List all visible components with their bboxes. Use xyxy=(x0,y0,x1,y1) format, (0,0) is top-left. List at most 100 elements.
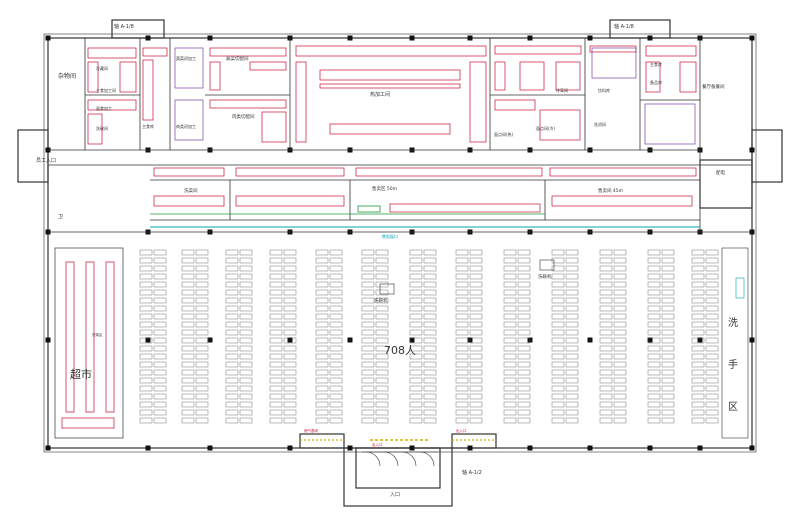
dining-table xyxy=(409,417,423,424)
dining-table xyxy=(139,417,153,424)
dining-table xyxy=(329,329,343,336)
room-cold-dish: 冷藏间 xyxy=(96,65,108,71)
dining-table xyxy=(613,409,627,416)
dining-table xyxy=(551,273,565,280)
dining-table xyxy=(239,385,253,392)
kitchen-equipment-alt xyxy=(174,47,696,145)
dining-table xyxy=(565,369,579,376)
dining-table xyxy=(153,329,167,336)
room-wash-bar: 洗菜间 xyxy=(184,187,198,194)
dining-table xyxy=(269,297,283,304)
dining-table xyxy=(599,385,613,392)
dining-table xyxy=(551,281,565,288)
dining-table xyxy=(551,417,565,424)
dining-table xyxy=(705,345,719,352)
dining-table xyxy=(469,369,483,376)
dining-table xyxy=(647,265,661,272)
dining-table xyxy=(565,265,579,272)
dining-table xyxy=(599,281,613,288)
dining-table xyxy=(283,337,297,344)
dining-table xyxy=(139,361,153,368)
dining-table xyxy=(239,321,253,328)
dining-table xyxy=(503,313,517,320)
dining-table xyxy=(195,321,209,328)
dining-table xyxy=(455,329,469,336)
dining-table xyxy=(195,369,209,376)
dining-table xyxy=(153,265,167,272)
dining-table xyxy=(139,329,153,336)
dining-table xyxy=(661,321,675,328)
dining-table xyxy=(225,385,239,392)
dining-table xyxy=(691,265,705,272)
kitchen-equipment xyxy=(87,45,697,213)
label-washroom: 卫 xyxy=(58,214,63,220)
dining-table xyxy=(599,289,613,296)
dining-table xyxy=(691,281,705,288)
dining-table xyxy=(239,281,253,288)
serving-line xyxy=(150,205,700,441)
dining-table xyxy=(361,313,375,320)
dining-table xyxy=(409,313,423,320)
dining-table xyxy=(375,249,389,256)
dining-table xyxy=(239,361,253,368)
dining-table xyxy=(691,385,705,392)
dining-table xyxy=(565,417,579,424)
dining-table xyxy=(691,257,705,264)
equipment-unit xyxy=(355,167,543,177)
equipment-unit xyxy=(519,61,545,91)
column xyxy=(45,445,51,451)
dining-table xyxy=(705,369,719,376)
dining-table xyxy=(361,265,375,272)
dining-table xyxy=(691,273,705,280)
dining-table xyxy=(647,345,661,352)
dining-table xyxy=(409,393,423,400)
equipment-unit xyxy=(389,203,541,213)
dining-table xyxy=(283,417,297,424)
dining-table xyxy=(551,353,565,360)
dining-table xyxy=(705,249,719,256)
column xyxy=(347,35,353,41)
dining-table xyxy=(153,385,167,392)
dining-table xyxy=(705,337,719,344)
dining-table xyxy=(503,305,517,312)
dining-table xyxy=(315,401,329,408)
room-meat-cut: 肉类切配间 xyxy=(232,113,255,120)
dining-table xyxy=(613,385,627,392)
equipment-unit xyxy=(494,99,536,111)
dining-table xyxy=(153,377,167,384)
dining-table xyxy=(455,385,469,392)
dining-table xyxy=(329,409,343,416)
dining-table xyxy=(153,393,167,400)
column xyxy=(45,35,51,41)
column xyxy=(527,35,533,41)
equipment-unit xyxy=(209,47,287,57)
dining-table xyxy=(181,321,195,328)
dining-table xyxy=(455,297,469,304)
dining-table xyxy=(239,345,253,352)
dining-table xyxy=(613,297,627,304)
dining-table xyxy=(647,353,661,360)
dining-table xyxy=(153,273,167,280)
dining-table xyxy=(705,265,719,272)
dining-table xyxy=(503,417,517,424)
dining-table xyxy=(269,249,283,256)
dining-table xyxy=(329,369,343,376)
dining-table xyxy=(423,329,437,336)
equipment-unit xyxy=(319,83,461,89)
dining-table xyxy=(315,305,329,312)
equipment-unit xyxy=(209,99,287,109)
dining-table xyxy=(469,297,483,304)
dining-table xyxy=(361,257,375,264)
dining-table xyxy=(409,409,423,416)
dining-table xyxy=(329,417,343,424)
dining-table xyxy=(269,417,283,424)
dining-table xyxy=(283,361,297,368)
column xyxy=(145,337,151,343)
column xyxy=(697,337,703,343)
dining-table xyxy=(239,313,253,320)
dining-table xyxy=(375,257,389,264)
dining-table xyxy=(283,257,297,264)
room-sundries: 杂物间 xyxy=(58,72,76,80)
dining-table xyxy=(375,297,389,304)
column xyxy=(207,445,213,451)
